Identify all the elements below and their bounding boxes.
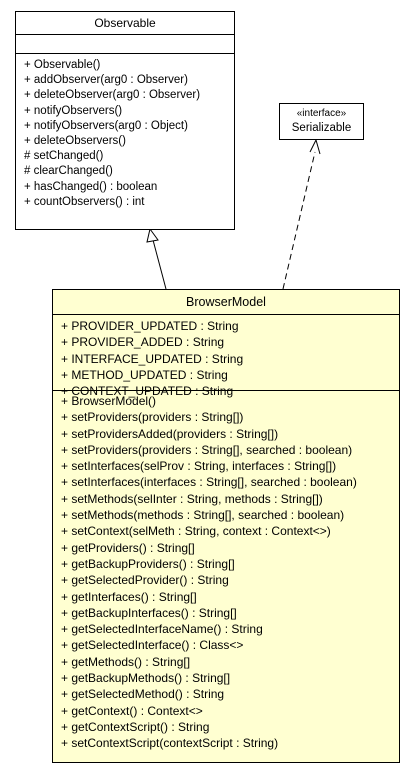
operation: + setProvidersAdded(providers : String[]… bbox=[61, 426, 279, 441]
class-name: Observable bbox=[16, 12, 234, 35]
generalization-arrowhead bbox=[146, 227, 159, 243]
serializable-interface: «interface» Serializable bbox=[279, 103, 364, 140]
operation: + getInterfaces() : String[] bbox=[61, 589, 197, 604]
operation: # clearChanged() bbox=[24, 165, 113, 178]
operation: + getBackupProviders() : String[] bbox=[61, 556, 235, 571]
observable-class: Observable + Observable() + addObserver(… bbox=[15, 11, 235, 230]
operations-compartment: + BrowserModel() + setProviders(provider… bbox=[53, 391, 399, 754]
interface-name: Serializable bbox=[291, 122, 352, 134]
operation: # setChanged() bbox=[24, 150, 104, 163]
operation: + notifyObservers() bbox=[24, 104, 123, 117]
operation: + deleteObservers() bbox=[24, 135, 126, 148]
attribute: + PROVIDER_ADDED : String bbox=[61, 335, 225, 350]
realization-arrowhead bbox=[309, 138, 321, 155]
class-name: BrowserModel bbox=[53, 290, 399, 315]
attributes-compartment: + PROVIDER_UPDATED : String + PROVIDER_A… bbox=[53, 315, 399, 398]
operation: + countObservers() : int bbox=[24, 195, 145, 208]
operation: + setProviders(providers : String[]) bbox=[61, 410, 244, 425]
operation: + getBackupMethods() : String[] bbox=[61, 671, 231, 686]
operation: + getSelectedInterface() : Class<> bbox=[61, 638, 244, 653]
operation: + notifyObservers(arg0 : Object) bbox=[24, 119, 188, 132]
operation: + setContext(selMeth : String, context :… bbox=[61, 524, 331, 539]
attribute: + CONTEXT_UPDATED : String bbox=[61, 384, 234, 399]
operation: + BrowserModel() bbox=[61, 394, 157, 408]
operation: + setInterfaces(selProv : String, interf… bbox=[61, 459, 337, 474]
operation: + getContext() : Context<> bbox=[61, 703, 203, 718]
operation: + setProviders(providers : String[], sea… bbox=[61, 442, 353, 457]
operation: + addObserver(arg0 : Observer) bbox=[24, 74, 188, 87]
operation: + setMethods(selInter : String, methods … bbox=[61, 491, 323, 506]
attribute: + METHOD_UPDATED : String bbox=[61, 367, 228, 382]
operation: + getProviders() : String[] bbox=[61, 540, 195, 555]
realization-line bbox=[282, 151, 316, 290]
generalization-line bbox=[152, 239, 167, 290]
operation: + getSelectedInterfaceName() : String bbox=[61, 622, 263, 637]
operation: + getSelectedMethod() : String bbox=[61, 687, 225, 702]
operation: + setMethods(methods : String[], searche… bbox=[61, 508, 345, 523]
operation: + deleteObserver(arg0 : Observer) bbox=[24, 89, 201, 102]
operations-compartment: + Observable() + addObserver(arg0 : Obse… bbox=[16, 54, 234, 212]
attributes-compartment bbox=[16, 35, 234, 54]
operation: + setContextScript(contextScript : Strin… bbox=[61, 736, 279, 751]
stereotype-label: «interface» bbox=[296, 108, 347, 119]
attribute: + INTERFACE_UPDATED : String bbox=[61, 351, 244, 366]
operation: + getMethods() : String[] bbox=[61, 654, 191, 669]
operation: + getBackupInterfaces() : String[] bbox=[61, 605, 237, 620]
operation: + hasChanged() : boolean bbox=[24, 180, 158, 193]
browsermodel-class: BrowserModel + PROVIDER_UPDATED : String… bbox=[52, 289, 400, 763]
operation: + getSelectedProvider() : String bbox=[61, 573, 229, 588]
attribute: + PROVIDER_UPDATED : String bbox=[61, 319, 239, 333]
operation: + setInterfaces(interfaces : String[], s… bbox=[61, 475, 357, 490]
operation: + getContextScript() : String bbox=[61, 719, 210, 734]
operation: + Observable() bbox=[24, 59, 101, 71]
